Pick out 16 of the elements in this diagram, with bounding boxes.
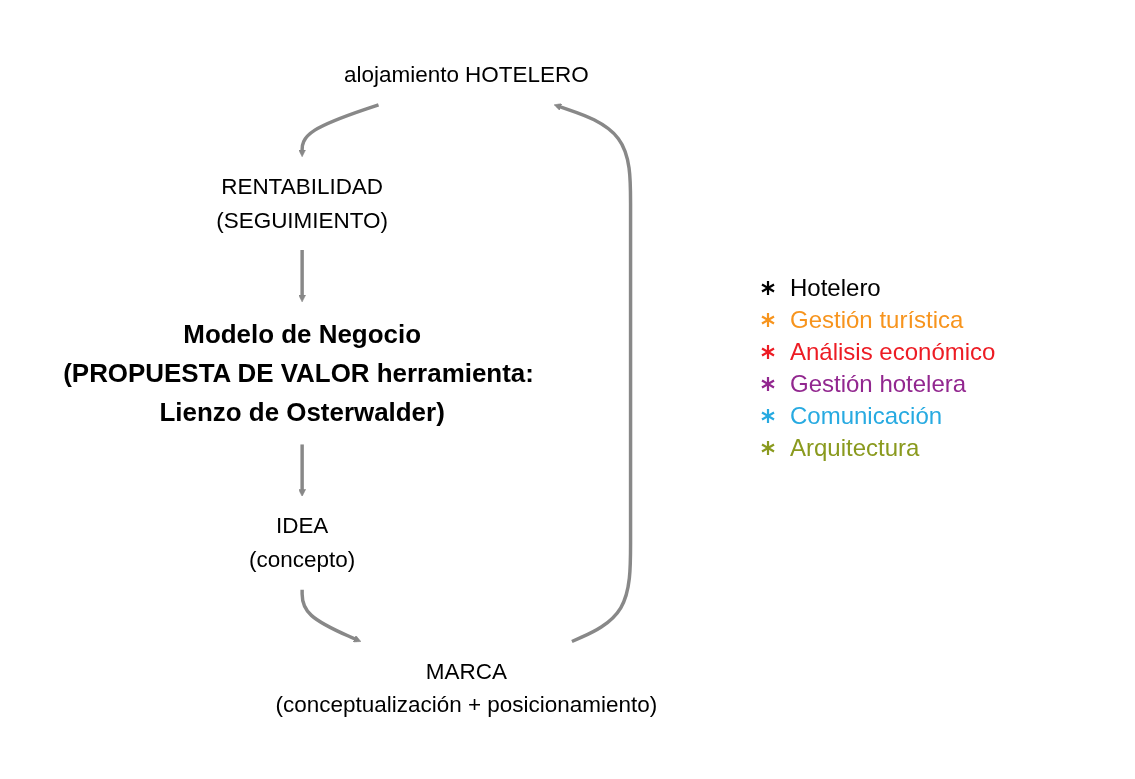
- arrow: [553, 102, 633, 643]
- legend-text: Gestión turística: [790, 306, 964, 334]
- node-text: IDEA (concepto): [249, 512, 356, 572]
- arrow: [298, 102, 380, 157]
- legend-text: Comunicación: [790, 402, 943, 430]
- arrow: [300, 589, 362, 642]
- node-text: MARCA (conceptualización + posicionamiento): [275, 657, 658, 718]
- arrow: [298, 249, 306, 302]
- node-text: Modelo de Negocio (PROPUESTA DE VALOR herramienta: Lienzo de Osterwalder): [63, 319, 534, 426]
- legend-text: Gestión hotelera: [790, 370, 967, 398]
- legend-text: Arquitectura: [790, 434, 920, 462]
- arrow: [298, 443, 306, 497]
- node-text: alojamiento HOTELERO: [343, 61, 589, 87]
- legend-text: Análisis económico: [790, 338, 996, 366]
- node-text: RENTABILIDAD (SEGUIMIENTO): [216, 172, 389, 233]
- legend-text: Hotelero: [790, 274, 881, 302]
